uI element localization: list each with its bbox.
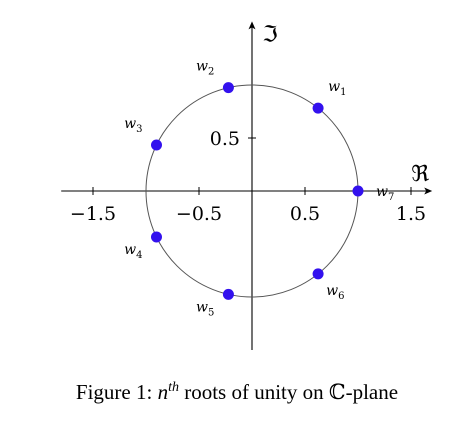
point-label-w7: w7 bbox=[376, 184, 394, 203]
point-w4 bbox=[150, 231, 162, 243]
point-label-w5: w5 bbox=[196, 299, 214, 318]
x-tick-label: 0.5 bbox=[290, 203, 320, 225]
data-points bbox=[150, 82, 364, 300]
figure-caption: Figure 1: nth roots of unity on ℂ-plane bbox=[0, 380, 474, 405]
y-axis-arrow bbox=[248, 21, 256, 30]
point-w5 bbox=[222, 288, 234, 300]
point-label-w2: w2 bbox=[196, 59, 214, 78]
point-w6 bbox=[312, 268, 324, 280]
x-axis-label: ℜ bbox=[411, 162, 429, 187]
axes: ℜℑ bbox=[61, 21, 433, 350]
caption-superscript: th bbox=[168, 380, 179, 395]
point-label-w1: w1 bbox=[328, 79, 346, 98]
x-tick-label: 1.5 bbox=[396, 203, 426, 225]
point-w7 bbox=[352, 185, 364, 197]
x-tick-label: −1.5 bbox=[70, 203, 116, 225]
caption-n: n bbox=[157, 380, 169, 404]
point-w1 bbox=[312, 102, 324, 114]
y-tick-label: 0.5 bbox=[210, 128, 240, 150]
ticks: −1.5 −0.5 0.5 1.5 0.5 bbox=[70, 128, 426, 225]
point-label-w3: w3 bbox=[124, 116, 142, 135]
x-tick-label: −0.5 bbox=[176, 203, 222, 225]
point-label-w6: w6 bbox=[326, 283, 344, 302]
point-labels: w1 w2 w3 w4 w5 w6 w7 bbox=[124, 59, 394, 319]
y-axis-label: ℑ bbox=[262, 22, 277, 47]
caption-prefix: Figure 1: bbox=[75, 380, 158, 404]
point-w2 bbox=[222, 82, 234, 94]
point-w3 bbox=[150, 139, 162, 151]
x-axis-arrow bbox=[424, 187, 433, 195]
caption-rest: roots of unity on ℂ-plane bbox=[178, 380, 399, 404]
point-label-w4: w4 bbox=[124, 242, 142, 261]
